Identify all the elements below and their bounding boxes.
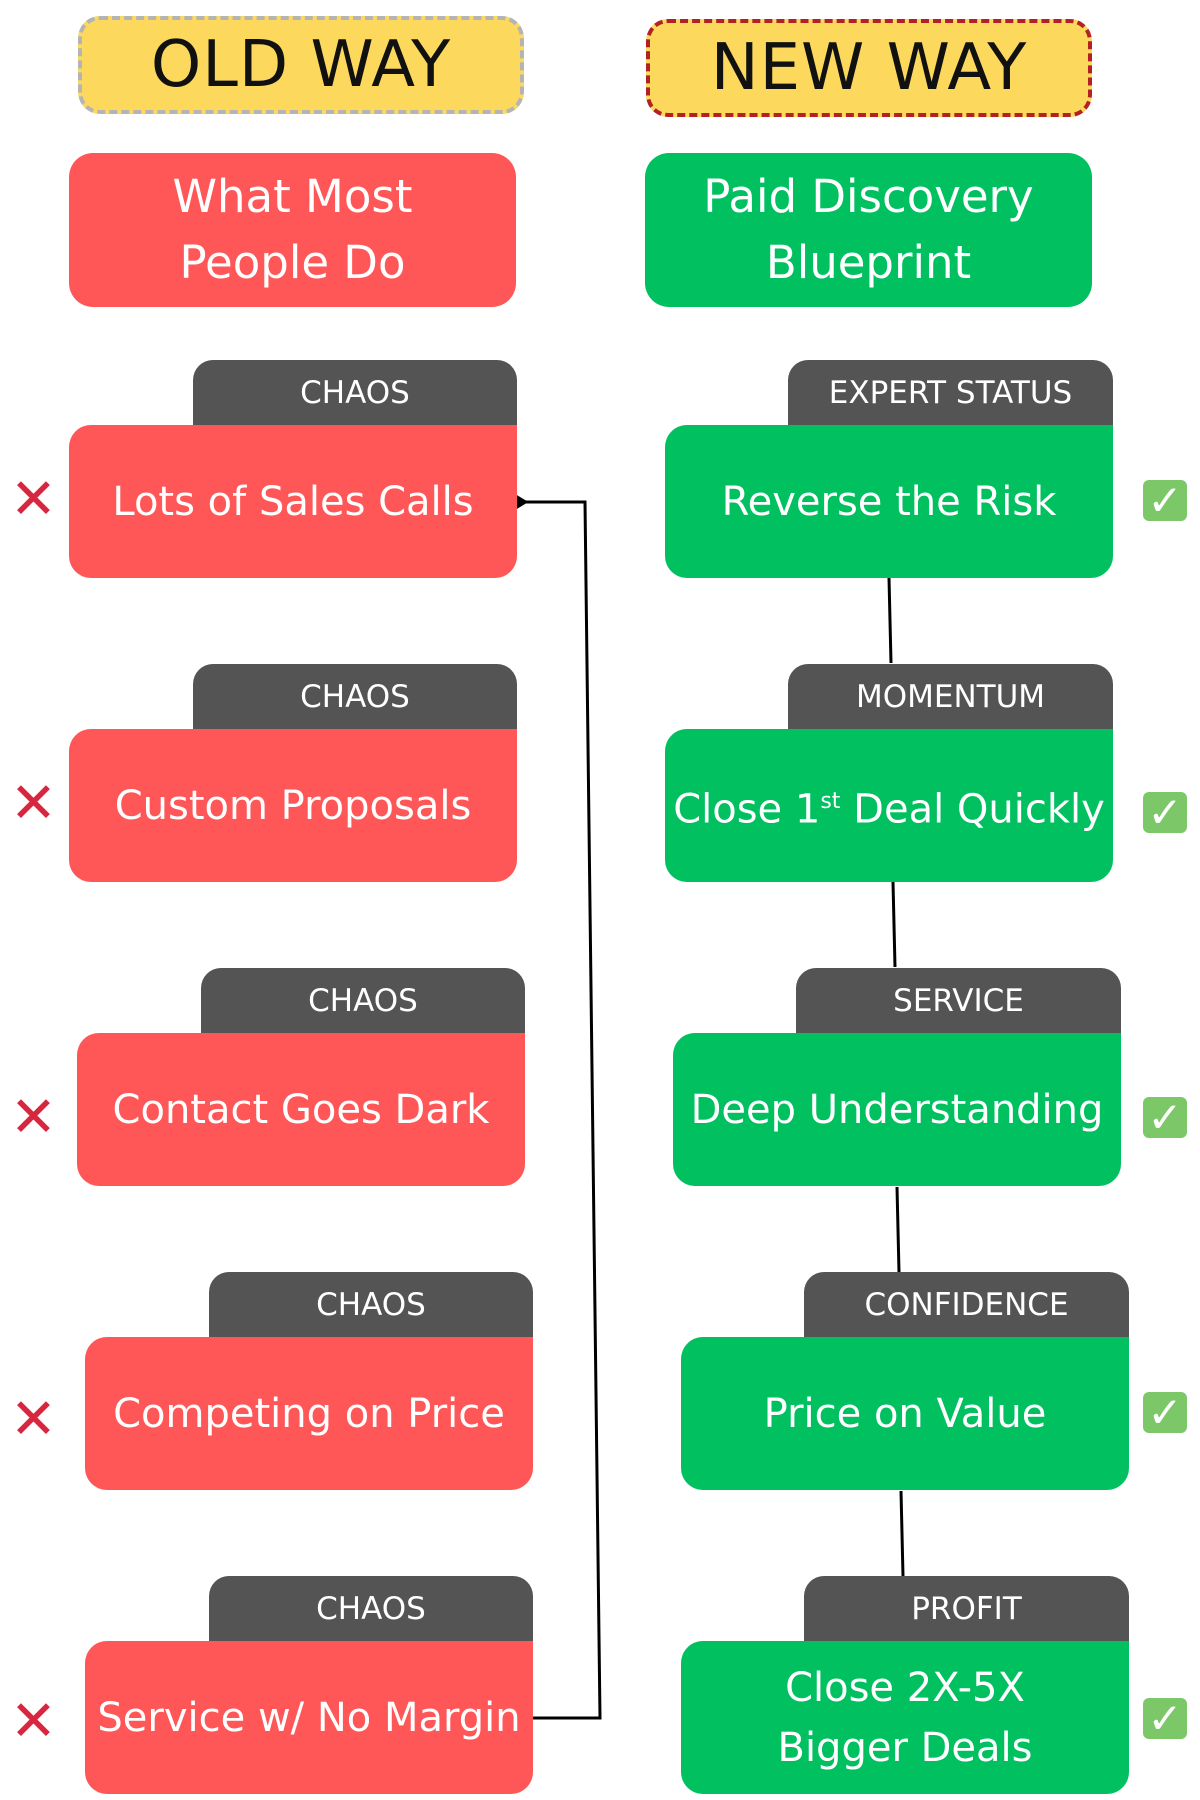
old-way-header: OLD WAY	[78, 16, 524, 114]
x-mark-icon: ✕	[10, 1689, 57, 1754]
new-item-2-box: Close 1st Deal Quickly	[665, 729, 1113, 882]
old-item-2-tag: CHAOS	[193, 664, 517, 730]
checkmark-icon: ✓	[1143, 789, 1187, 835]
old-item-3-tag: CHAOS	[201, 968, 525, 1034]
x-mark-icon: ✕	[10, 1387, 57, 1452]
new-way-title: Paid Discovery Blueprint	[703, 170, 1034, 289]
loop-back-arrow	[522, 502, 602, 1720]
new-item-5-box: Close 2X-5X Bigger Deals	[681, 1641, 1129, 1794]
x-mark-icon: ✕	[10, 1085, 57, 1150]
old-item-1-tag: CHAOS	[193, 360, 517, 426]
x-mark-icon: ✕	[10, 467, 57, 532]
checkmark-icon: ✓	[1143, 477, 1187, 523]
old-way-title-box: What Most People Do	[69, 153, 516, 307]
old-item-4-box: Competing on Price	[85, 1337, 533, 1490]
new-item-4-tag: CONFIDENCE	[804, 1272, 1129, 1338]
old-item-4-label: Competing on Price	[113, 1390, 505, 1437]
old-item-3-box: Contact Goes Dark	[77, 1033, 525, 1186]
step-connector-1	[887, 577, 893, 664]
new-way-header-label: NEW WAY	[710, 31, 1028, 105]
new-item-4-label: Price on Value	[763, 1390, 1047, 1437]
old-item-5-label: Service w/ No Margin	[97, 1694, 521, 1741]
old-item-3-label: Contact Goes Dark	[112, 1086, 490, 1133]
checkmark-icon: ✓	[1143, 1695, 1187, 1741]
old-item-5-tag: CHAOS	[209, 1576, 533, 1642]
new-item-2-label: Close 1st Deal Quickly	[673, 786, 1105, 833]
checkmark-icon: ✓	[1143, 1094, 1187, 1140]
new-item-3-label: Deep Understanding	[690, 1086, 1104, 1133]
old-item-2-label: Custom Proposals	[114, 782, 472, 829]
old-item-5-box: Service w/ No Margin	[85, 1641, 533, 1794]
new-item-4-box: Price on Value	[681, 1337, 1129, 1490]
new-item-3-tag: SERVICE	[796, 968, 1121, 1034]
new-item-1-label: Reverse the Risk	[721, 478, 1057, 525]
new-item-1-box: Reverse the Risk	[665, 425, 1113, 578]
new-item-5-tag: PROFIT	[804, 1576, 1129, 1642]
new-item-3-box: Deep Understanding	[673, 1033, 1121, 1186]
step-connector-4	[899, 1490, 905, 1577]
old-item-1-label: Lots of Sales Calls	[112, 478, 474, 525]
old-item-2-box: Custom Proposals	[69, 729, 517, 882]
checkmark-icon: ✓	[1143, 1389, 1187, 1435]
old-item-4-tag: CHAOS	[209, 1272, 533, 1338]
new-item-2-tag: MOMENTUM	[788, 664, 1113, 730]
new-item-1-tag: EXPERT STATUS	[788, 360, 1113, 426]
new-way-title-box: Paid Discovery Blueprint	[645, 153, 1092, 307]
step-connector-2	[891, 881, 897, 968]
old-item-1-box: Lots of Sales Calls	[69, 425, 517, 578]
old-way-header-label: OLD WAY	[150, 28, 452, 102]
x-mark-icon: ✕	[10, 771, 57, 836]
step-connector-3	[895, 1186, 901, 1273]
new-way-header: NEW WAY	[646, 19, 1092, 117]
old-way-title: What Most People Do	[172, 170, 413, 289]
new-item-5-label: Close 2X-5X Bigger Deals	[777, 1664, 1033, 1771]
